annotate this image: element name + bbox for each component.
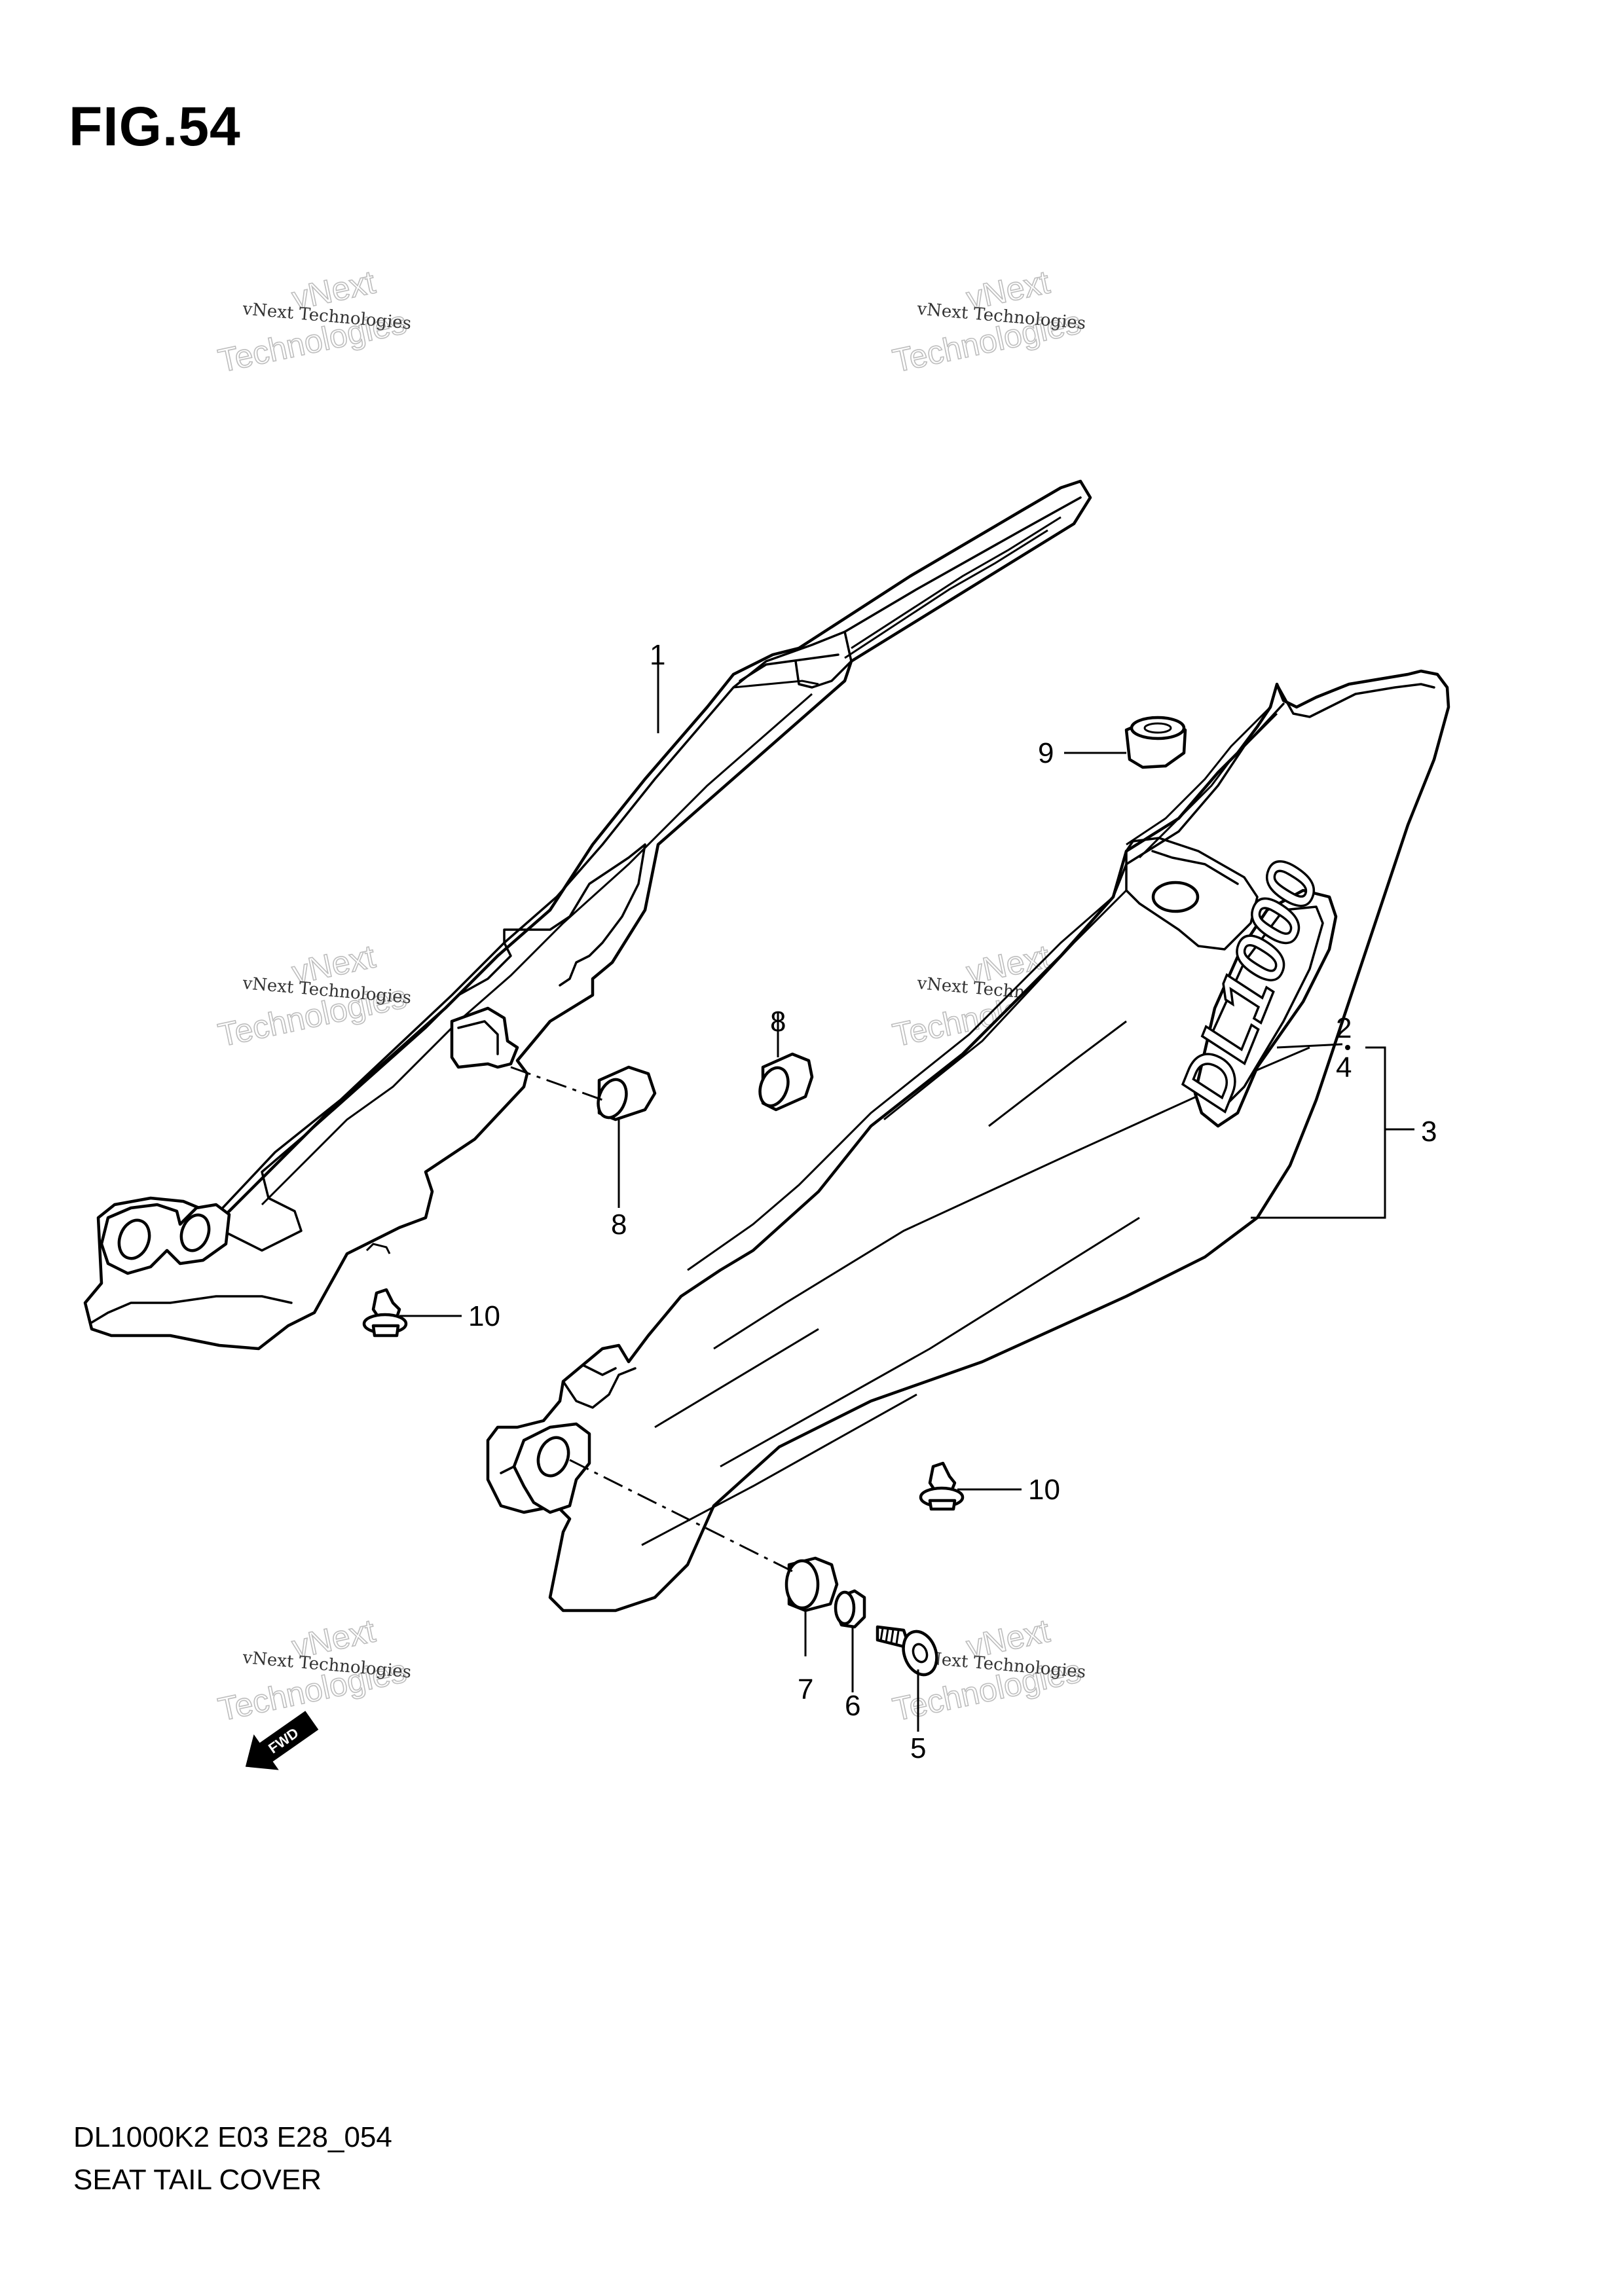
- part-9-grommet: [1124, 716, 1187, 769]
- part-8-grommet-left: [597, 1065, 657, 1121]
- callout-10-right: 10: [1028, 1474, 1060, 1506]
- bracket-3: [1251, 1046, 1386, 1219]
- part-8-grommet-center: [758, 1052, 814, 1112]
- callout-8-center: 8: [770, 1006, 786, 1038]
- part-3-seat-tail-cover-assembly: DL1000: [486, 669, 1450, 1613]
- leader-lines: [399, 655, 1414, 1732]
- callout-8-left: 8: [611, 1209, 627, 1241]
- callout-labels: 1 2 4 3 9 8 8 10 10 7 6 5: [468, 639, 1437, 1764]
- callout-3: 3: [1421, 1116, 1437, 1148]
- callout-1: 1: [650, 639, 665, 671]
- leader-2: [1276, 1043, 1343, 1049]
- part-1-inner-tail-cover: [83, 479, 1092, 1351]
- fwd-arrow-icon: [245, 1711, 319, 1770]
- callout-2-4-dot: [1345, 1045, 1350, 1050]
- callout-2: 2: [1336, 1012, 1352, 1044]
- callout-6: 6: [845, 1690, 860, 1722]
- part-10-clip-right: [919, 1461, 965, 1511]
- figure-title: FIG.54: [69, 96, 241, 157]
- part-5-bolt: [876, 1625, 938, 1677]
- assembly-line-8-left: [510, 1066, 603, 1101]
- part-10-clip-left: [362, 1288, 408, 1338]
- model-code: DL1000K2 E03 E28_054: [73, 2121, 392, 2153]
- assembly-line-7: [569, 1459, 793, 1573]
- callout-4: 4: [1336, 1051, 1352, 1084]
- fwd-arrow: FWD: [245, 1711, 319, 1770]
- callout-10-left: 10: [468, 1300, 500, 1332]
- callout-9: 9: [1038, 737, 1054, 769]
- part-7-grommet: [784, 1556, 839, 1613]
- callout-5: 5: [910, 1732, 926, 1764]
- callout-7: 7: [798, 1673, 813, 1705]
- part-6-collar: [834, 1589, 866, 1629]
- section-name: SEAT TAIL COVER: [73, 2164, 322, 2196]
